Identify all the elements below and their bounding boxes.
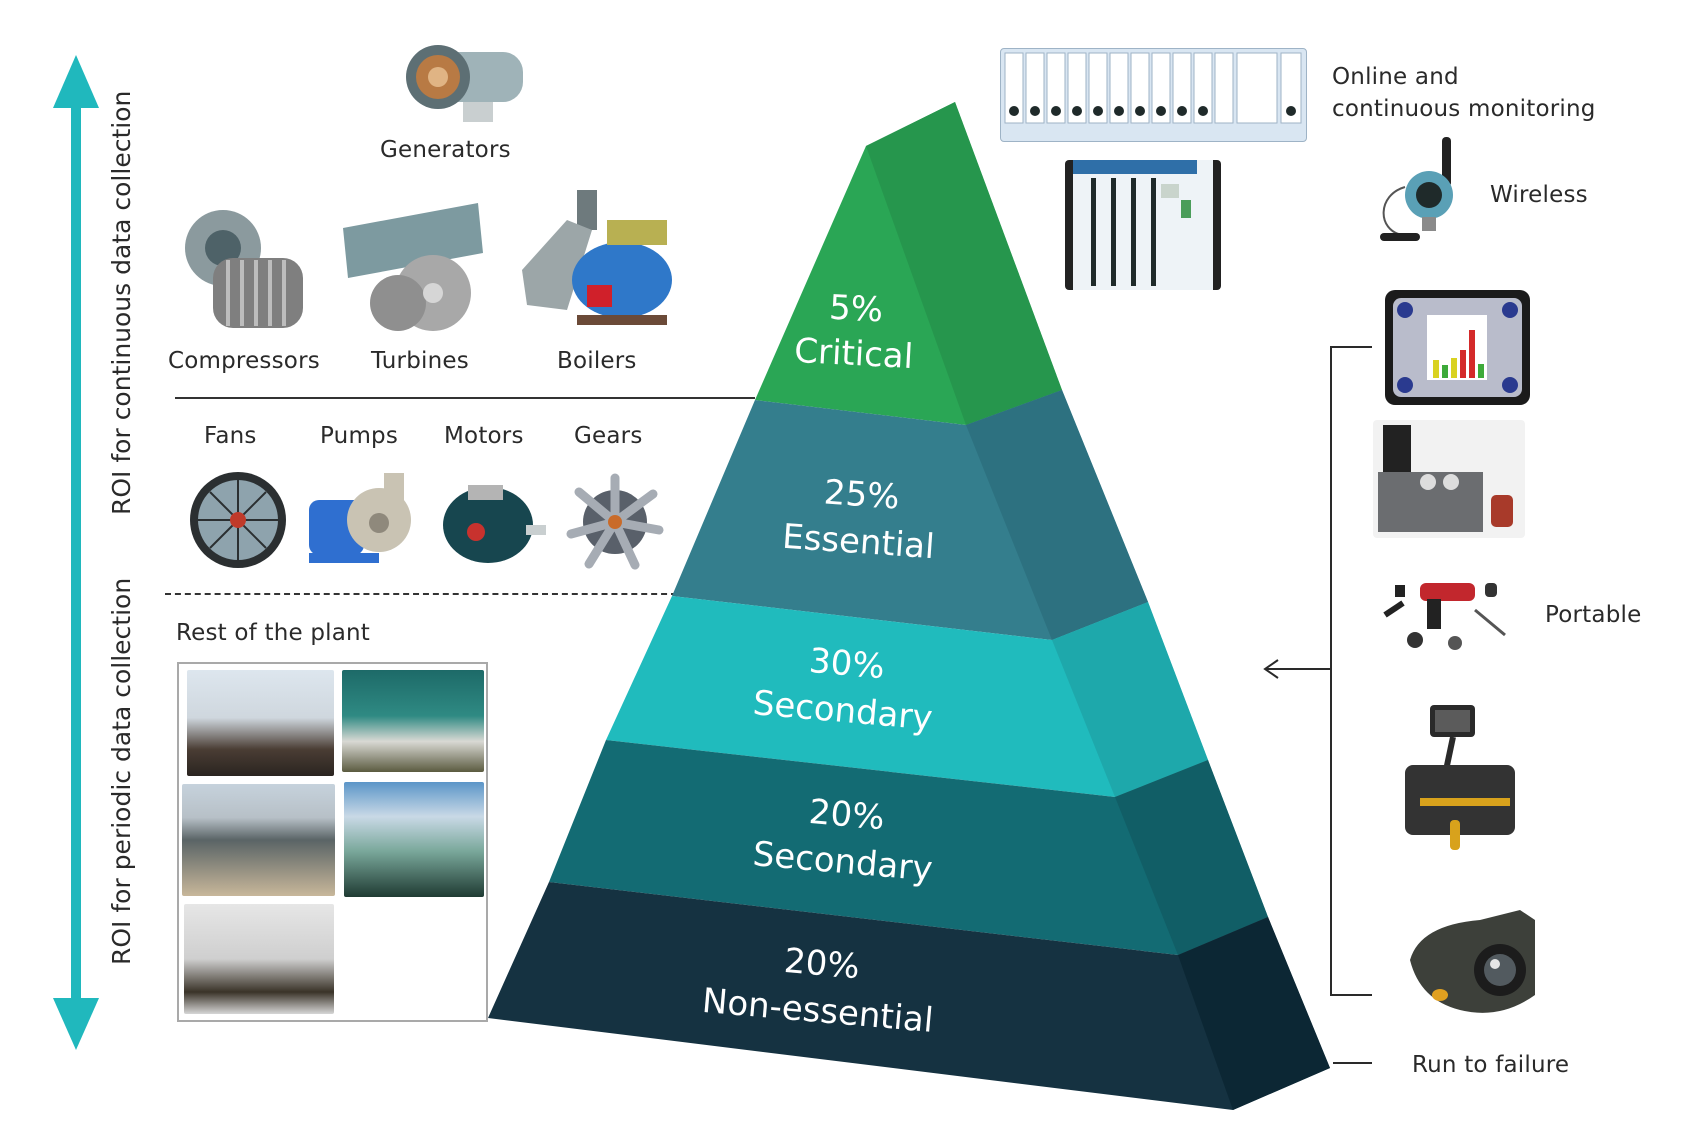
portable-label: Portable [1545, 602, 1642, 628]
online-label-line2: continuous monitoring [1332, 96, 1596, 122]
power-station-image [342, 670, 484, 772]
fans-label: Fans [204, 423, 257, 449]
critical-divider-line [175, 397, 755, 399]
pyramid-layer-non-essential [488, 882, 1330, 1110]
thermal-camera-image [1400, 900, 1545, 1025]
boiler-image [517, 190, 672, 335]
arrow-head-up [53, 55, 99, 108]
pyramid-layer-critical [755, 102, 1062, 425]
handheld-analyzer-image [1385, 290, 1530, 405]
secondary-20-percent: 20% [807, 792, 886, 838]
turbine-image [338, 198, 488, 333]
pyramid-layer-secondary-30 [606, 596, 1208, 797]
wireless-label: Wireless [1490, 182, 1588, 208]
critical-name: Critical [793, 331, 914, 377]
secondary-30-percent: 30% [807, 641, 886, 687]
arrow-shaft [71, 106, 81, 1001]
calibrator-image [1373, 420, 1525, 538]
pyramid-layer-secondary-20 [549, 740, 1268, 955]
arrow-head-down [53, 998, 99, 1050]
boilers-label: Boilers [557, 348, 637, 374]
rest-of-plant-label: Rest of the plant [176, 620, 371, 646]
roi-double-arrow-icon [53, 55, 99, 1050]
motor-image [438, 470, 548, 570]
compressor-image [178, 198, 308, 333]
essential-divider-dashed-line [165, 593, 677, 595]
turbines-label: Turbines [371, 348, 469, 374]
online-label-line1: Online and [1332, 64, 1459, 90]
generator-image [393, 32, 533, 127]
run-to-failure-label: Run to failure [1412, 1052, 1570, 1078]
process-plant-image [182, 784, 335, 896]
essential-percent: 25% [823, 472, 901, 517]
portable-bracket [1263, 346, 1372, 996]
pump-image [304, 465, 416, 570]
critical-percent: 5% [828, 288, 884, 331]
strobe-kit-image [1375, 575, 1515, 655]
non-essential-percent: 20% [782, 941, 861, 987]
pyramid-layer-essential [672, 390, 1148, 640]
compressors-label: Compressors [168, 348, 320, 374]
gears-label: Gears [574, 423, 643, 449]
fan-image [186, 468, 291, 573]
borescope-image [1395, 690, 1525, 855]
generators-label: Generators [380, 137, 511, 163]
offshore-platform-image [184, 904, 334, 1014]
plant-images-panel [177, 662, 488, 1022]
motors-label: Motors [444, 423, 524, 449]
rack-system-image [1065, 160, 1221, 290]
rack-monitor-image [1000, 48, 1307, 142]
pumps-label: Pumps [320, 423, 399, 449]
refinery-image [187, 670, 334, 776]
wireless-transmitter-image [1372, 135, 1472, 250]
industrial-facility-image [344, 782, 484, 897]
gear-image [565, 472, 665, 572]
